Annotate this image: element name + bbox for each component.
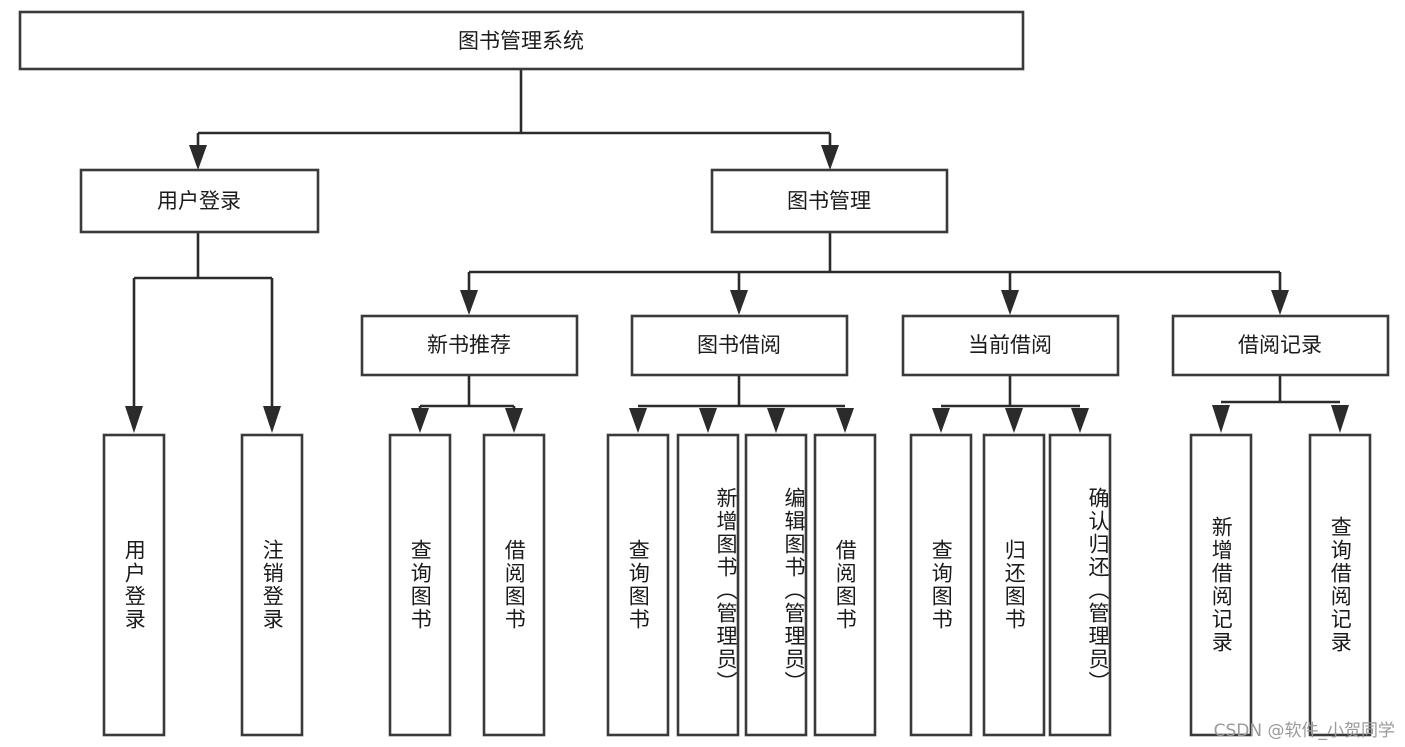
node-leaf-confirm-return-box[interactable] (1048, 433, 1112, 737)
connector-new-book-rec-to-leaves (411, 375, 523, 433)
connector-current-borrow-to-leaves (932, 375, 1089, 433)
arrow-return-book (1005, 408, 1023, 433)
arrow-user-login (189, 145, 207, 170)
arrow-borrow-book-1 (505, 408, 523, 433)
arrow-leaf-logout (263, 406, 281, 433)
arrow-book-manage (821, 145, 839, 170)
connector-root-to-level2 (189, 69, 839, 170)
node-leaf-query-book-3-box[interactable] (909, 433, 973, 737)
node-borrow-record-box[interactable] (1171, 314, 1390, 377)
connector-borrow-record-to-leaves (1212, 375, 1349, 433)
node-new-book-rec[interactable]: 新书推荐 (360, 314, 579, 377)
node-current-borrow-box[interactable] (901, 314, 1120, 377)
node-new-book-rec-box[interactable] (360, 314, 579, 377)
connector-user-login-to-leaves (125, 232, 281, 433)
arrow-query-book-3 (932, 408, 950, 433)
node-leaf-borrow-book-1-box[interactable] (482, 433, 546, 737)
node-root-label: 图书管理系统 (458, 29, 584, 53)
node-leaf-return-book-box[interactable] (982, 433, 1046, 737)
node-current-borrow-label: 当前借阅 (968, 333, 1052, 357)
arrow-new-book-rec (460, 290, 478, 315)
node-book-borrow-label: 图书借阅 (697, 333, 781, 357)
arrow-borrow-book-2 (836, 408, 854, 433)
arrow-leaf-user-login (125, 406, 143, 433)
node-root[interactable]: 图书管理系统 (18, 10, 1025, 71)
node-book-manage-label: 图书管理 (787, 189, 871, 213)
arrow-book-borrow (730, 290, 748, 315)
arrow-query-book-1 (411, 408, 429, 433)
connector-book-manage-to-level3 (460, 232, 1289, 315)
arrow-add-record (1212, 405, 1230, 433)
node-borrow-record-label: 借阅记录 (1238, 333, 1322, 357)
arrow-add-book (699, 408, 717, 433)
node-user-login[interactable]: 用户登录 (79, 168, 320, 234)
node-leaf-add-record-box[interactable] (1189, 433, 1253, 737)
node-user-login-label: 用户登录 (157, 189, 241, 213)
node-leaf-logout-box[interactable] (240, 433, 304, 737)
node-new-book-rec-label: 新书推荐 (427, 333, 511, 357)
node-book-borrow-box[interactable] (630, 314, 849, 377)
node-borrow-record[interactable]: 借阅记录 (1171, 314, 1390, 377)
node-leaf-edit-book-box[interactable] (744, 433, 808, 737)
arrow-confirm-return (1071, 408, 1089, 433)
node-user-login-box[interactable] (79, 168, 320, 234)
node-current-borrow[interactable]: 当前借阅 (901, 314, 1120, 377)
arrow-borrow-record (1271, 290, 1289, 315)
connector-book-borrow-to-leaves (629, 375, 854, 433)
node-root-box[interactable] (18, 10, 1025, 71)
node-book-manage-box[interactable] (710, 168, 949, 234)
arrow-query-record (1331, 405, 1349, 433)
node-leaf-user-login-box[interactable] (102, 433, 166, 737)
arrow-query-book-2 (629, 408, 647, 433)
csdn-watermark: CSDN @软件_小贺同学 (1213, 721, 1395, 741)
node-book-borrow[interactable]: 图书借阅 (630, 314, 849, 377)
arrow-current-borrow (1001, 290, 1019, 315)
arrow-edit-book (767, 408, 785, 433)
node-book-manage[interactable]: 图书管理 (710, 168, 949, 234)
node-leaf-query-book-2-box[interactable] (606, 433, 670, 737)
node-leaf-query-book-1-box[interactable] (388, 433, 452, 737)
node-leaf-borrow-book-2-box[interactable] (813, 433, 877, 737)
node-leaf-query-record-box[interactable] (1308, 433, 1372, 737)
node-leaf-add-book-box[interactable] (676, 433, 740, 737)
